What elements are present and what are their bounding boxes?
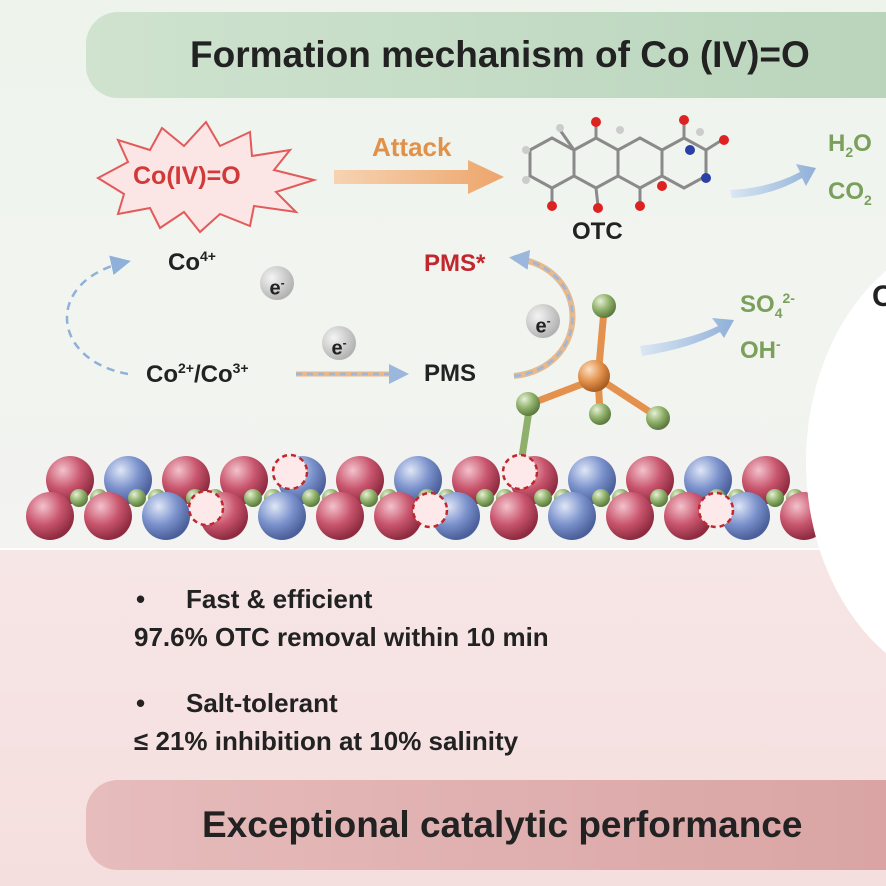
surface-atom: [490, 492, 538, 540]
performance-title: Exceptional catalytic performance: [202, 804, 803, 845]
surface-small-atom: [650, 489, 668, 507]
bullet-2-dot: •: [136, 688, 146, 718]
otc-atoms: [522, 115, 729, 213]
co2-label: CO2: [828, 178, 872, 208]
bullet-2-title: Salt-tolerant: [186, 688, 338, 718]
inset-letter: C: [872, 280, 886, 313]
byproduct-arrow: [640, 318, 734, 356]
surface-atom: [606, 492, 654, 540]
oh-label: OH-: [740, 336, 781, 364]
surface-atom: [26, 492, 74, 540]
bullet-1-detail: 97.6% OTC removal within 10 min: [134, 622, 549, 652]
degradation-arrow: [730, 164, 816, 198]
surface-atom: [258, 492, 306, 540]
electron-3: e-: [526, 304, 560, 338]
otc-molecule: [528, 122, 723, 207]
mechanism-diagram: [26, 115, 842, 540]
surface-small-atom: [534, 489, 552, 507]
surface-small-atom: [592, 489, 610, 507]
bullet-1-dot: •: [136, 584, 146, 614]
electron-1: e-: [260, 266, 294, 300]
oxygen-vacancy: [501, 453, 539, 491]
co4o-starburst: [95, 120, 318, 234]
co4o-label: Co(IV)=O: [133, 162, 241, 190]
co4-label: Co4+: [168, 248, 216, 276]
surface-small-atom: [302, 489, 320, 507]
oxygen-vacancy: [187, 489, 225, 527]
surface-small-atom: [244, 489, 262, 507]
catalyst-surface: [26, 453, 842, 540]
attack-arrow: [334, 160, 504, 194]
attack-label: Attack: [372, 132, 452, 162]
pms-label: PMS: [424, 360, 477, 387]
surface-small-atom: [766, 489, 784, 507]
surface-atom: [142, 492, 190, 540]
surface-small-atom: [476, 489, 494, 507]
performance-banner: Exceptional catalytic performance: [86, 780, 886, 870]
otc-label: OTC: [572, 218, 623, 245]
pms-activation-arrow-dash: [509, 249, 574, 378]
surface-atom: [316, 492, 364, 540]
oxygen-vacancy: [271, 453, 309, 491]
cycle-arrow: [65, 255, 131, 376]
electron-2: e-: [322, 326, 356, 360]
oxygen-vacancy: [697, 491, 735, 529]
co23-label: Co2+/Co3+: [146, 360, 249, 388]
bullet-2-detail: ≤ 21% inhibition at 10% salinity: [134, 726, 519, 756]
surface-atom: [548, 492, 596, 540]
pms-star-label: PMS*: [424, 250, 486, 277]
oxygen-vacancy: [411, 491, 449, 529]
surface-small-atom: [70, 489, 88, 507]
surface-atom: [664, 492, 712, 540]
surface-atom: [722, 492, 770, 540]
surface-small-atom: [360, 489, 378, 507]
mechanism-title: Formation mechanism of Co (IV)=O: [190, 34, 810, 75]
mechanism-banner: Formation mechanism of Co (IV)=O: [86, 12, 886, 98]
surface-atom: [84, 492, 132, 540]
surface-atom: [374, 492, 422, 540]
pms-molecule: [508, 294, 670, 484]
h2o-label: H2O: [828, 130, 872, 160]
so4-label: SO42-: [740, 290, 795, 321]
surface-small-atom: [128, 489, 146, 507]
bullet-1-title: Fast & efficient: [186, 584, 373, 614]
